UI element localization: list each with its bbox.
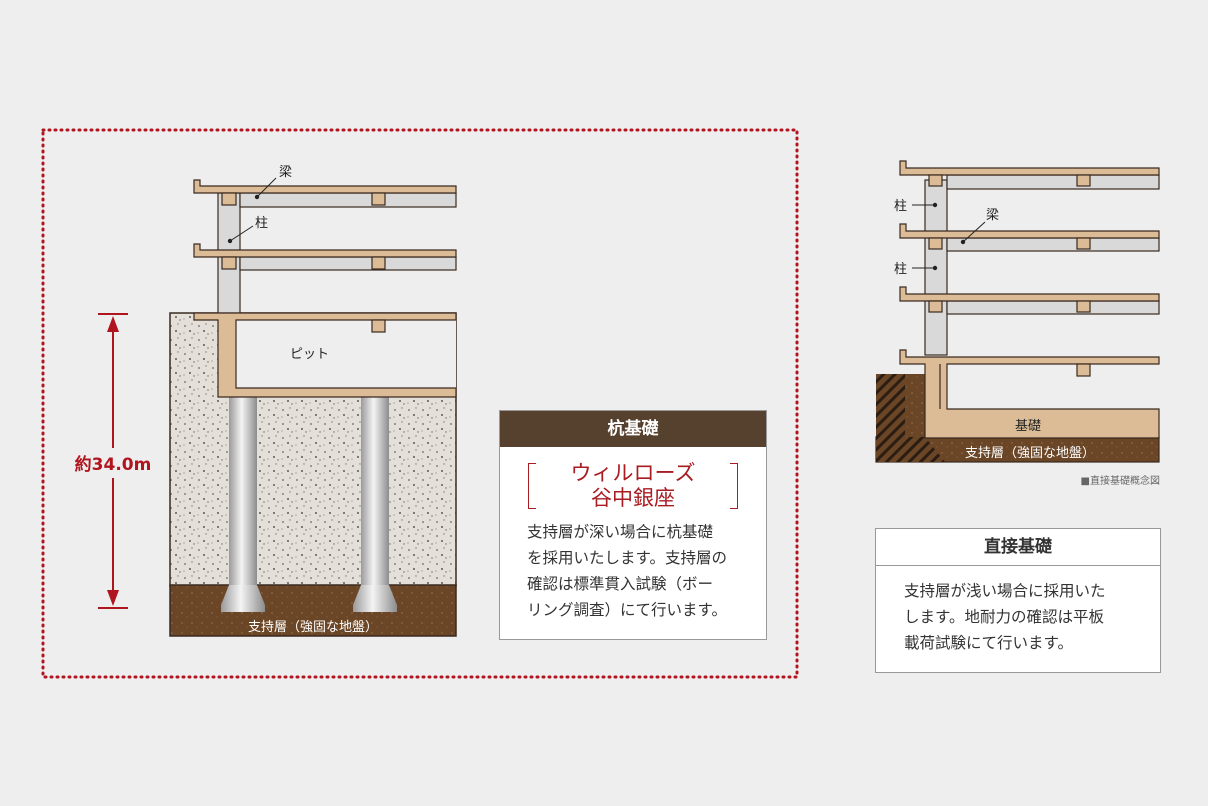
depth-arrow	[98, 313, 128, 609]
pit-label: ピット	[290, 347, 329, 362]
bearing-layer	[169, 584, 457, 637]
box-title: 直接基礎	[876, 529, 1160, 566]
body-line: リング調査）にて行います。	[527, 601, 727, 619]
column-label: 柱	[894, 199, 907, 214]
pile-foundation-diagram: 梁 柱 ピット 支持層（強固な地盤） 約34.0m	[75, 165, 457, 637]
body-line: 支持層が浅い場合に採用いた	[904, 582, 1106, 600]
pile-base	[221, 585, 265, 612]
highlight-frame	[41, 128, 799, 679]
direct-foundation-diagram: 柱 柱 梁 基礎 支持層（強固な地盤） ■直接基礎概念図	[875, 160, 1160, 487]
pile	[229, 397, 257, 589]
diagram-caption: ■直接基礎概念図	[1081, 474, 1160, 487]
beam-label: 梁	[279, 165, 292, 180]
body-line: 確認は標準貫入試験（ボー	[527, 575, 714, 593]
pile-base	[353, 585, 397, 612]
depth-label: 約34.0m	[75, 454, 152, 475]
beam-label: 梁	[986, 208, 999, 223]
box-title: 杭基礎	[500, 411, 766, 447]
column-label: 柱	[255, 216, 268, 231]
foundation-label: 基礎	[1015, 419, 1041, 434]
pile-foundation-box: 杭基礎 ウィルローズ 谷中銀座 支持層が深い場合に杭基礎 を採用いたします。支持…	[499, 410, 767, 640]
body-line: 載荷試験にて行います。	[904, 634, 1073, 652]
body-line: 支持層が深い場合に杭基礎	[527, 523, 714, 541]
direct-foundation-box: 直接基礎 支持層が浅い場合に採用いた します。地耐力の確認は平板 載荷試験にて行…	[875, 528, 1161, 673]
column-label: 柱	[894, 262, 907, 277]
bearing-layer-label: 支持層（強固な地盤）	[248, 620, 378, 635]
box-body: 支持層が浅い場合に採用いた します。地耐力の確認は平板 載荷試験にて行います。	[904, 578, 1160, 656]
pile	[361, 397, 389, 589]
box-body: 支持層が深い場合に杭基礎 を採用いたします。支持層の 確認は標準貫入試験（ボー …	[527, 519, 766, 623]
brand-line: 谷中銀座	[591, 486, 675, 510]
bearing-layer-label: 支持層（強固な地盤）	[965, 446, 1095, 461]
brand-name: ウィルローズ 谷中銀座	[528, 461, 738, 511]
body-line: します。地耐力の確認は平板	[904, 608, 1104, 626]
body-line: を採用いたします。支持層の	[527, 549, 727, 567]
brand-line: ウィルローズ	[570, 461, 696, 485]
